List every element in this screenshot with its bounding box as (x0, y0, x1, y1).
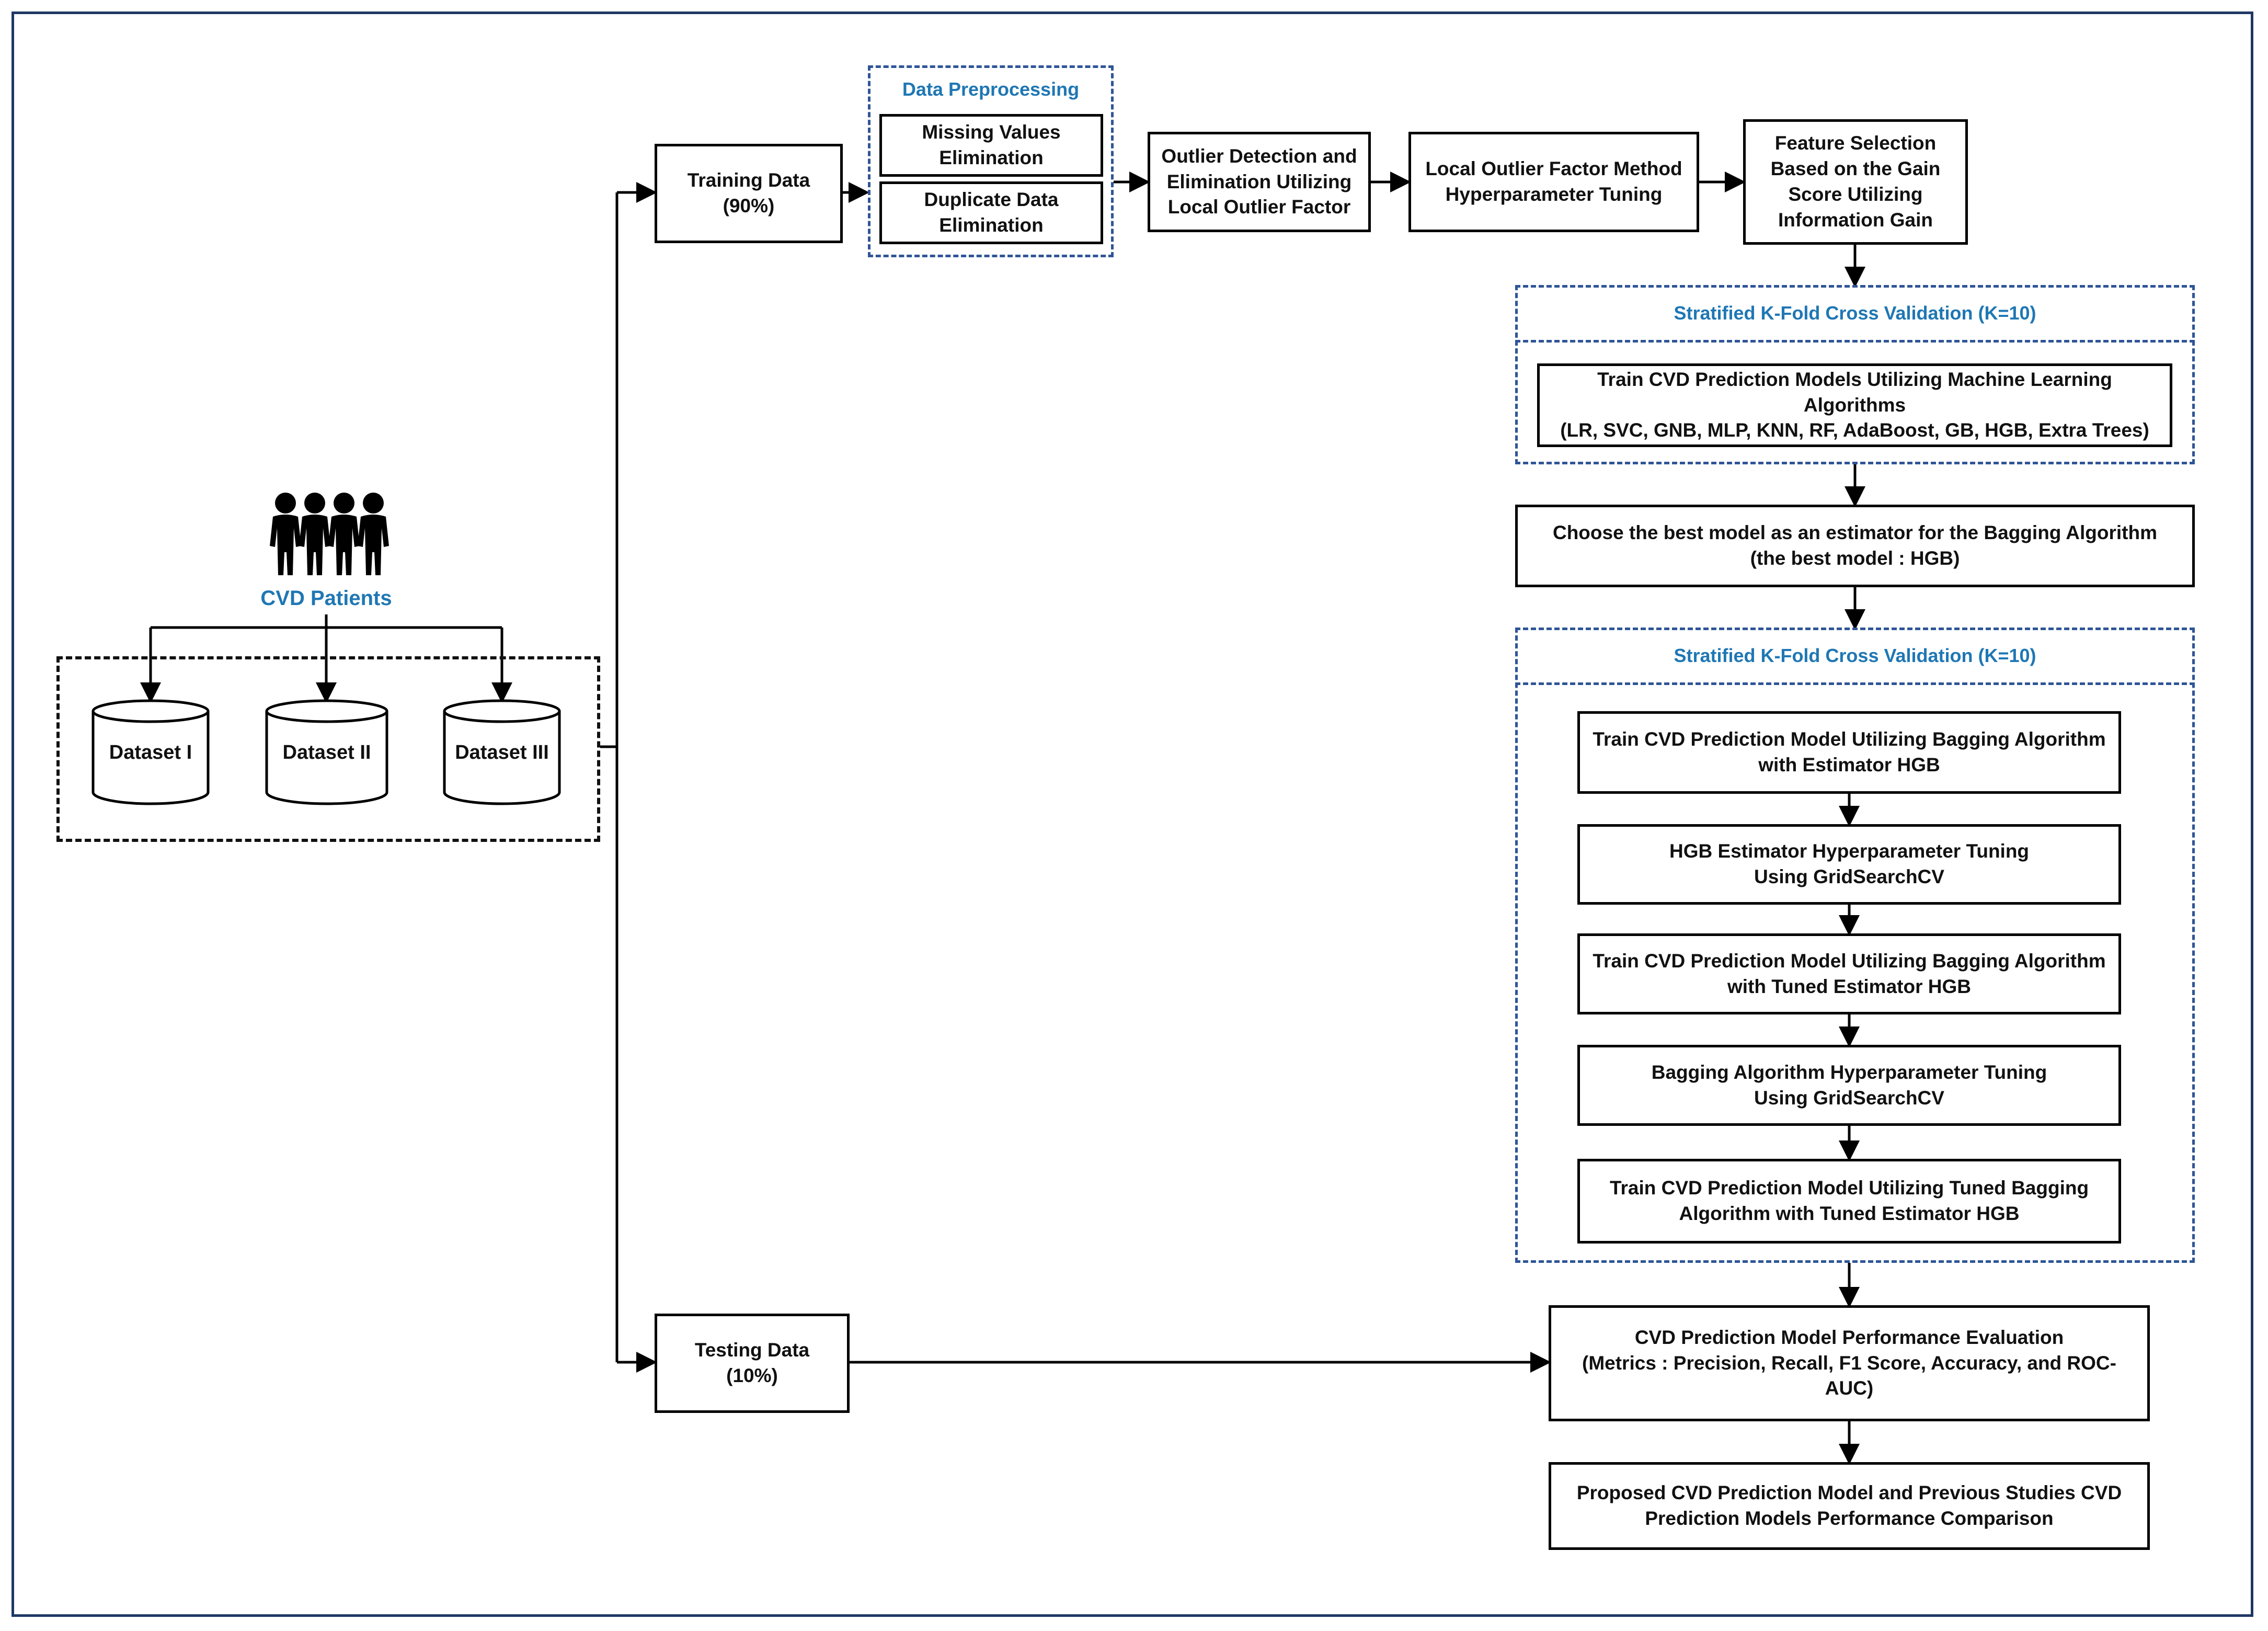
evaluation-box: CVD Prediction Model Performance Evaluat… (1549, 1305, 2150, 1421)
dataset-1-label: Dataset I (109, 742, 192, 763)
preprocessing-title: Data Preprocessing (902, 78, 1080, 100)
lof-tuning-box: Local Outlier Factor Method Hyperparamet… (1408, 132, 1699, 232)
cv-block-1 (1515, 285, 2195, 464)
datasets-group (56, 656, 600, 842)
duplicate-data-box: Duplicate Data Elimination (879, 181, 1103, 244)
training-data-box: Training Data (90%) (655, 144, 843, 243)
testing-data-box: Testing Data (10%) (655, 1314, 850, 1413)
missing-values-box: Missing Values Elimination (879, 114, 1103, 177)
people-group-icon (270, 493, 389, 575)
outer-frame (12, 12, 2253, 1617)
database-icon (265, 699, 388, 805)
hgb-tuning-box: HGB Estimator Hyperparameter Tuning Usin… (1577, 824, 2121, 905)
comparison-box: Proposed CVD Prediction Model and Previo… (1549, 1462, 2150, 1550)
preprocessing-group (868, 65, 1114, 257)
cv-block-1-title: Stratified K-Fold Cross Validation (K=10… (1674, 302, 2036, 324)
cv-block-2-title: Stratified K-Fold Cross Validation (K=10… (1674, 645, 2036, 666)
train-ml-models-box: Train CVD Prediction Models Utilizing Ma… (1537, 363, 2172, 447)
tuned-bagging-box: Train CVD Prediction Model Utilizing Tun… (1577, 1159, 2121, 1244)
dataset-2-label: Dataset II (282, 742, 371, 763)
bagging-tuned-hgb-box: Train CVD Prediction Model Utilizing Bag… (1577, 933, 2121, 1014)
bagging-hgb-box: Train CVD Prediction Model Utilizing Bag… (1577, 711, 2121, 794)
best-model-box: Choose the best model as an estimator fo… (1515, 505, 2195, 587)
feature-selection-box: Feature Selection Based on the Gain Scor… (1743, 119, 1968, 245)
cv-block-2 (1515, 628, 2195, 1263)
database-icon (91, 699, 210, 805)
cv-block-2-divider (1515, 682, 2195, 685)
outlier-detection-box: Outlier Detection and Elimination Utiliz… (1148, 132, 1371, 232)
cv-block-1-divider (1515, 340, 2195, 343)
dataset-3-label: Dataset III (455, 742, 549, 763)
database-icon (443, 699, 561, 805)
patients-label: CVD Patients (260, 587, 392, 610)
bagging-tuning-box: Bagging Algorithm Hyperparameter Tuning … (1577, 1045, 2121, 1126)
